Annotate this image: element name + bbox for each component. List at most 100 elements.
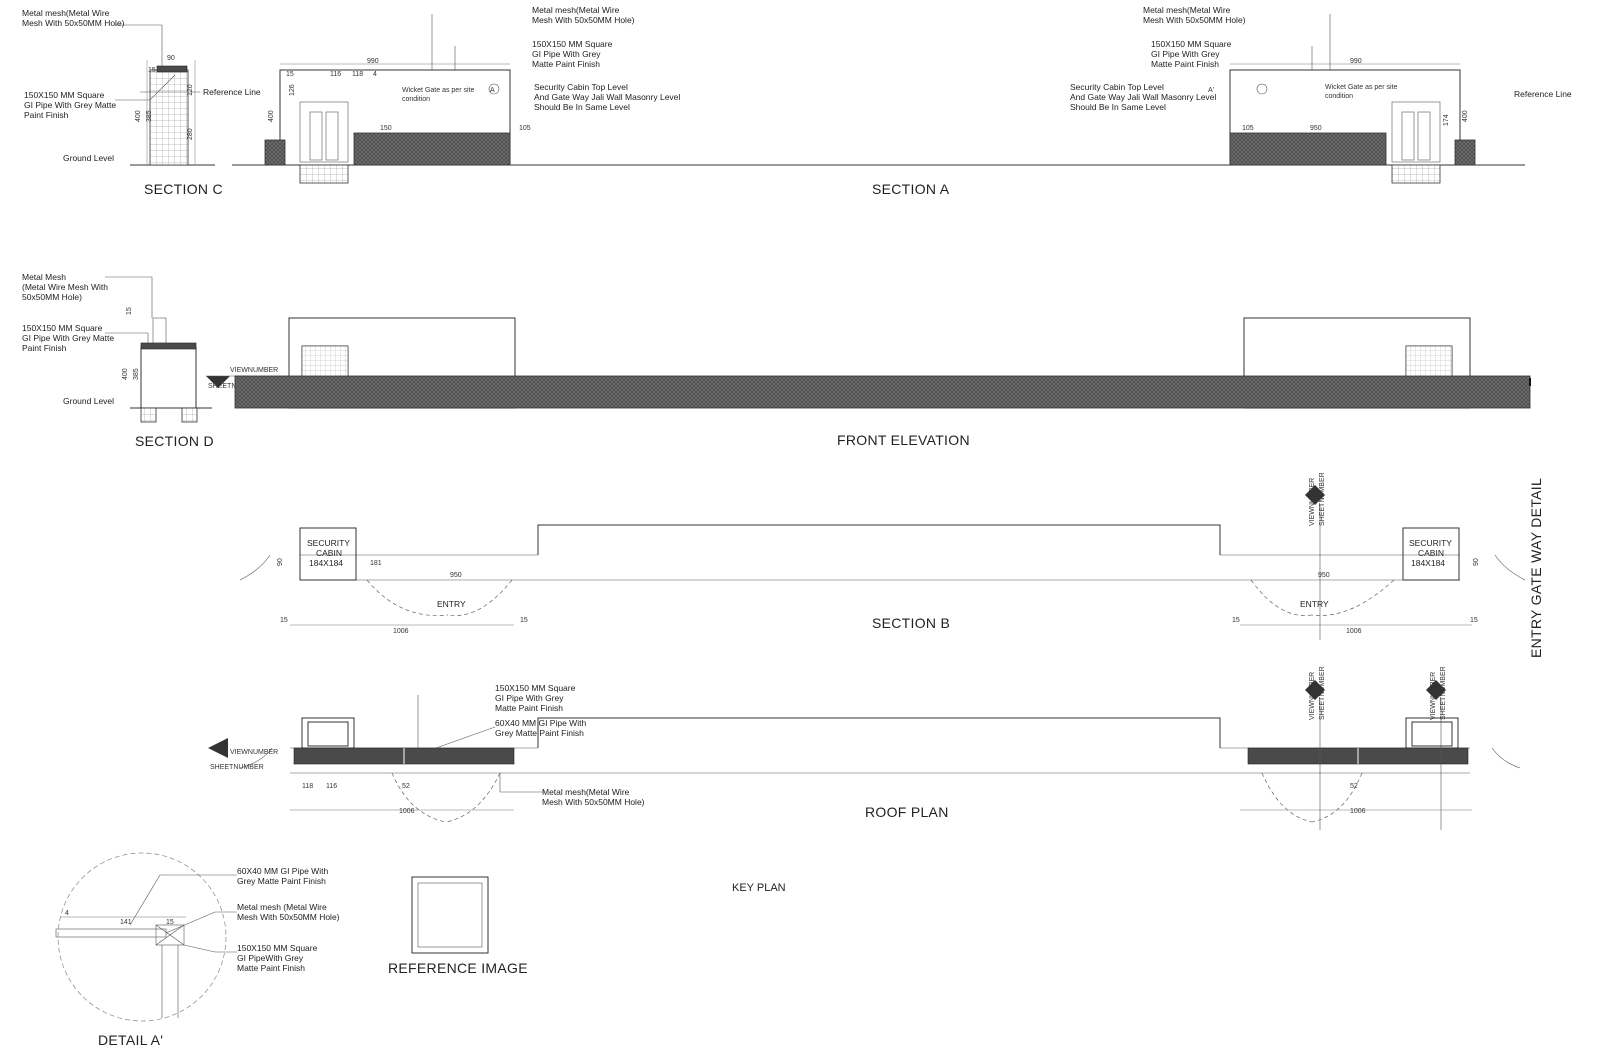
dim-990-a-left: 990 — [367, 58, 379, 65]
sheet-number-roof: SHEETNUMBER — [210, 764, 264, 771]
dim-118-roof: 118 — [302, 783, 313, 790]
note-mesh-a-r-2: Mesh With 50x50MM Hole) — [1143, 15, 1246, 25]
dim-15-detail: 15 — [166, 919, 174, 926]
sheet-number-roof-r2: SHEETNUMBER — [1440, 666, 1447, 720]
view-number-b: VIEWNUMBER — [1309, 478, 1316, 526]
note-mesh-roof-1: Metal mesh(Metal Wire — [542, 787, 630, 797]
marker-a: A — [490, 87, 495, 94]
note-wicket-a-1: Wicket Gate as per site — [402, 87, 474, 94]
dim-280: 280 — [187, 128, 194, 140]
note-small-pipe-detail-1: 60X40 MM GI Pipe With — [237, 866, 328, 876]
note-small-pipe-detail-2: Grey Matte Paint Finish — [237, 876, 326, 886]
cabin-b-r-l1: SECURITY — [1409, 538, 1452, 548]
note-ground-d: Ground Level — [63, 396, 114, 406]
dim-118-a: 118 — [352, 71, 363, 78]
note-mesh-c-1: Metal mesh(Metal Wire — [22, 8, 110, 18]
note-pipe-d-2: GI Pipe With Grey Matte — [22, 333, 114, 343]
title-section-d: SECTION D — [135, 433, 214, 449]
note-ground-c: Ground Level — [63, 153, 114, 163]
dim-4-detail: 4 — [65, 910, 69, 917]
note-cabin-a-2: And Gate Way Jali Wall Masonry Level — [534, 92, 680, 102]
note-pipe-a-r-3: Matte Paint Finish — [1151, 59, 1219, 69]
marker-a-prime: A' — [1208, 87, 1214, 94]
dim-105-a: 105 — [519, 125, 531, 132]
view-number-d: VIEWNUMBER — [230, 367, 278, 374]
section-c-drawing: 400 385 280 120 90 15 — [115, 24, 215, 166]
title-front-elevation: FRONT ELEVATION — [837, 432, 970, 448]
note-cabin-a-r-1: Security Cabin Top Level — [1070, 82, 1164, 92]
note-wicket-a-r-1: Wicket Gate as per site — [1325, 84, 1397, 91]
note-cabin-a-r-3: Should Be In Same Level — [1070, 102, 1166, 112]
note-mesh-detail-1: Metal mesh (Metal Wire — [237, 902, 327, 912]
note-mesh-d-2: (Metal Wire Mesh With — [22, 282, 108, 292]
dim-385: 385 — [146, 110, 153, 122]
note-mesh-d-1: Metal Mesh — [22, 272, 66, 282]
view-number-roof-r1: VIEWNUMBER — [1309, 672, 1316, 720]
dim-174-a: 174 — [1443, 114, 1450, 126]
note-pipe-d-3: Paint Finish — [22, 343, 67, 353]
cabin-b-r-l2: CABIN — [1418, 548, 1444, 558]
section-d-drawing — [105, 276, 246, 423]
note-pipe-roof-1: 150X150 MM Square — [495, 683, 576, 693]
note-mesh-roof-2: Mesh With 50x50MM Hole) — [542, 797, 645, 807]
dim-950-b-right: 950 — [1318, 572, 1330, 579]
note-pipe-c-2: GI Pipe With Grey Matte — [24, 100, 116, 110]
note-pipe-roof-2: GI Pipe With Grey — [495, 693, 564, 703]
dim-15-d: 15 — [126, 307, 133, 315]
cabin-b-l3: 184X184 — [309, 558, 343, 568]
note-small-pipe-roof-1: 60X40 MM GI Pipe With — [495, 718, 586, 728]
dim-4-a: 4 — [373, 71, 377, 78]
note-cabin-a-3: Should Be In Same Level — [534, 102, 630, 112]
dim-120: 120 — [187, 84, 194, 96]
dim-181-b: 181 — [370, 560, 382, 567]
dim-15-b-2: 15 — [520, 617, 528, 624]
dim-990-a-right: 990 — [1350, 58, 1362, 65]
dim-400-d: 400 — [122, 368, 129, 380]
note-wicket-a-r-2: condition — [1325, 93, 1353, 100]
note-pipe-roof-3: Matte Paint Finish — [495, 703, 563, 713]
dim-400-a: 400 — [268, 110, 275, 122]
title-roof-plan: ROOF PLAN — [865, 804, 949, 820]
title-key-plan: KEY PLAN — [732, 882, 786, 894]
dim-15-b-3: 15 — [1232, 617, 1240, 624]
dim-52-roof: 52 — [402, 783, 410, 790]
note-wicket-a-2: condition — [402, 96, 430, 103]
dim-1006-roof: 1006 — [399, 808, 415, 815]
entry-b-left: ENTRY — [437, 599, 466, 609]
note-pipe-c-1: 150X150 MM Square — [24, 90, 105, 100]
dim-1006-roof-right: 1006 — [1350, 808, 1366, 815]
note-pipe-a-1: 150X150 MM Square — [532, 39, 613, 49]
entry-b-right: ENTRY — [1300, 599, 1329, 609]
section-a-drawing — [232, 14, 1525, 184]
title-section-b: SECTION B — [872, 615, 950, 631]
note-pipe-a-r-2: GI Pipe With Grey — [1151, 49, 1220, 59]
view-number-roof-r2: VIEWNUMBER — [1430, 672, 1437, 720]
sheet-title: ENTRY GATE WAY DETAIL — [1528, 478, 1544, 658]
note-pipe-a-r-1: 150X150 MM Square — [1151, 39, 1232, 49]
note-mesh-d-3: 50x50MM Hole) — [22, 292, 82, 302]
note-pipe-a-2: GI Pipe With Grey — [532, 49, 601, 59]
note-ref-line-c: Reference Line — [203, 87, 261, 97]
dim-105-a-right: 105 — [1242, 125, 1254, 132]
note-pipe-d-1: 150X150 MM Square — [22, 323, 103, 333]
title-detail-a: DETAIL A' — [98, 1032, 163, 1048]
title-section-c: SECTION C — [144, 181, 223, 197]
front-elevation-drawing — [234, 317, 1531, 409]
dim-15-b-4: 15 — [1470, 617, 1478, 624]
dim-150-a: 150 — [380, 125, 392, 132]
note-ref-line-a: Reference Line — [1514, 89, 1572, 99]
dim-950-b: 950 — [450, 572, 462, 579]
dim-950-a: 950 — [1310, 125, 1322, 132]
dim-1006-b-right: 1006 — [1346, 628, 1362, 635]
detail-a-drawing — [55, 852, 237, 1022]
note-pipe-a-3: Matte Paint Finish — [532, 59, 600, 69]
roof-plan-drawing — [208, 680, 1521, 830]
note-mesh-c-2: Mesh With 50x50MM Hole) — [22, 18, 125, 28]
note-mesh-a-r-1: Metal mesh(Metal Wire — [1143, 5, 1231, 15]
dim-116-roof: 116 — [326, 783, 337, 790]
cabin-b-l2: CABIN — [316, 548, 342, 558]
note-mesh-detail-2: Mesh With 50x50MM Hole) — [237, 912, 340, 922]
view-number-roof: VIEWNUMBER — [230, 749, 278, 756]
section-b-drawing — [239, 485, 1526, 640]
